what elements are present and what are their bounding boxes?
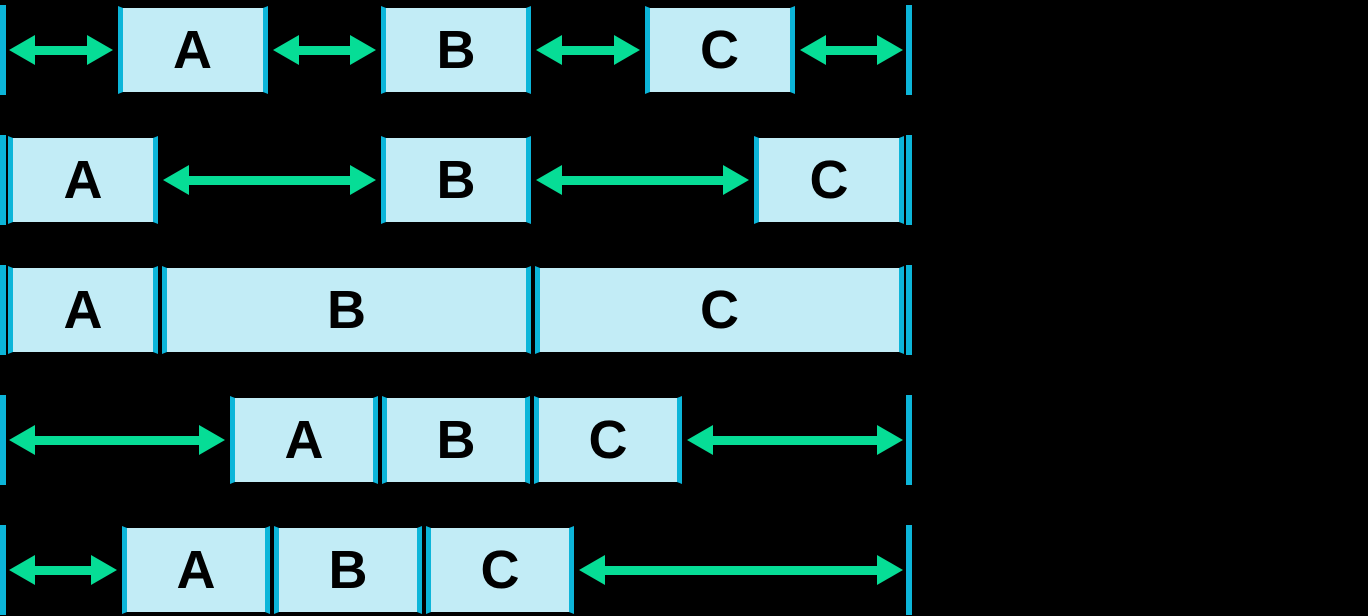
arrow-left-head-icon [536,35,562,65]
item-box-a: A [230,396,378,484]
item-box-b: B [382,396,530,484]
arrow-left-head-icon [9,35,35,65]
item-box-c: C [426,526,574,614]
free-space-arrow [536,34,640,66]
free-space-arrow [272,34,376,66]
free-space-arrow [579,554,903,586]
box-label: B [436,20,476,80]
arrow-right-head-icon [350,35,376,65]
alignment-diagram: A B C A B C A B C A B C A B C [0,5,912,615]
row-space-between: A B C [0,135,912,225]
row-quarter-offset: A B C [0,525,912,615]
container-edge-line-left [0,395,6,485]
box-label: B [436,410,476,470]
free-space-arrow [536,164,749,196]
box-label: B [328,540,368,600]
item-box-a: A [8,266,158,354]
box-label: A [63,280,103,340]
item-box-c: C [644,6,795,94]
row-stretch-fill: A B C [0,265,912,355]
item-box-c: C [535,266,904,354]
arrow-shaft [35,565,91,575]
box-label: C [700,280,739,340]
arrow-left-head-icon [9,555,35,585]
arrow-left-head-icon [272,35,299,65]
arrow-shaft [298,45,350,55]
row-centered: A B C [0,395,912,485]
box-label: C [809,150,849,210]
free-space-arrow [9,424,225,456]
box-label: B [327,280,366,340]
free-space-arrow [9,554,117,586]
free-space-arrow [799,34,903,66]
container-edge-line-left [0,5,6,95]
arrow-shaft [35,435,199,445]
item-box-b: B [381,136,531,224]
arrow-shaft [35,45,87,55]
arrow-right-head-icon [350,165,376,195]
container-edge-line-left [0,265,6,355]
arrow-shaft [562,175,723,185]
arrow-right-head-icon [723,165,749,195]
arrow-shaft [189,175,350,185]
item-box-c: C [534,396,682,484]
arrow-left-head-icon [536,165,562,195]
item-box-c: C [754,136,904,224]
container-edge-line-right [906,525,912,615]
item-box-a: A [122,526,270,614]
container-edge-line-left [0,525,6,615]
container-edge-line-left [0,135,6,225]
item-box-b: B [274,526,422,614]
container-edge-line-right [906,5,912,95]
box-label: A [176,540,216,600]
box-label: A [284,410,324,470]
arrow-shaft [562,45,614,55]
box-label: C [480,540,520,600]
arrow-right-head-icon [877,35,903,65]
arrow-shaft [825,45,877,55]
free-space-arrow [687,424,903,456]
row-space-evenly: A B C [0,5,912,95]
box-label: B [436,150,476,210]
arrow-right-head-icon [199,425,225,455]
arrow-right-head-icon [91,555,117,585]
arrow-right-head-icon [86,35,113,65]
item-box-a: A [117,6,268,94]
container-edge-line-right [906,135,912,225]
box-label: A [63,150,103,210]
arrow-left-head-icon [687,425,713,455]
arrow-left-head-icon [163,165,189,195]
arrow-left-head-icon [799,35,826,65]
item-box-b: B [162,266,531,354]
arrow-shaft [605,565,877,575]
box-label: A [173,20,212,80]
container-edge-line-right [906,265,912,355]
arrow-right-head-icon [877,425,903,455]
arrow-left-head-icon [579,555,605,585]
arrow-right-head-icon [613,35,640,65]
arrow-right-head-icon [877,555,903,585]
free-space-arrow [163,164,376,196]
arrow-shaft [713,435,877,445]
free-space-arrow [9,34,113,66]
arrow-left-head-icon [9,425,35,455]
box-label: C [700,20,739,80]
container-edge-line-right [906,395,912,485]
item-box-a: A [8,136,158,224]
box-label: C [588,410,628,470]
item-box-b: B [381,6,531,94]
